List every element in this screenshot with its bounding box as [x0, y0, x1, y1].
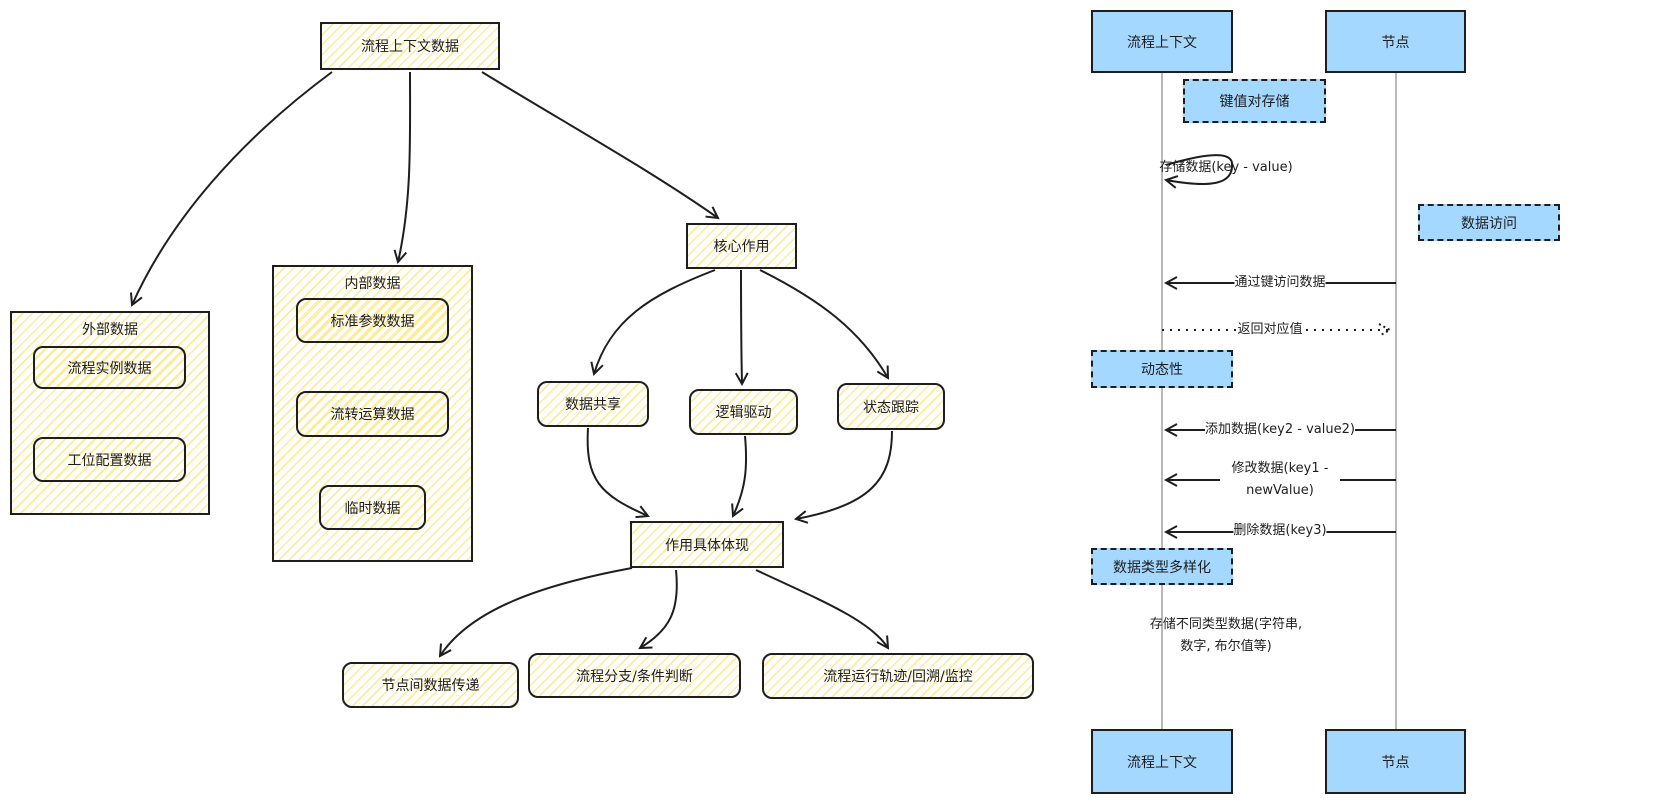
edge-core-logic [741, 269, 742, 384]
external-item: 流程实例数据 [33, 346, 186, 389]
role-node: 状态跟踪 [837, 383, 945, 430]
role-node: 数据共享 [537, 381, 649, 427]
participant-node-top: 节点 [1325, 10, 1466, 73]
msg-add-label: 添加数据(key2 - value2) [1205, 419, 1355, 441]
edge-core-share [594, 269, 716, 374]
msg-access-label: 通过键访问数据 [1234, 272, 1326, 294]
note-kv-storage: 键值对存储 [1183, 79, 1326, 123]
self-loop-store [1166, 154, 1234, 184]
note-data-access: 数据访问 [1418, 204, 1560, 241]
msg-types-label: 存储不同类型数据(字符串, 数字, 布尔值等) [1149, 617, 1303, 654]
external-data-title: 外部数据 [82, 322, 138, 338]
participant-node-bottom: 节点 [1325, 729, 1466, 794]
outcome-node: 节点间数据传递 [342, 662, 519, 708]
external-data-group: 外部数据 [10, 311, 210, 515]
edge-root-core [481, 71, 718, 218]
participant-context-bottom: 流程上下文 [1091, 729, 1233, 794]
outcome-node: 流程运行轨迹/回溯/监控 [762, 653, 1034, 699]
root-node: 流程上下文数据 [320, 22, 500, 70]
edge-root-internal [398, 71, 412, 262]
msg-delete-label: 删除数据(key3) [1233, 520, 1327, 542]
internal-data-title: 内部数据 [344, 276, 401, 292]
msg-return-label: 返回对应值 [1237, 319, 1303, 341]
external-item: 工位配置数据 [33, 437, 186, 482]
edge-root-external [132, 71, 333, 305]
internal-item: 标准参数数据 [296, 298, 449, 343]
role-node: 逻辑驱动 [689, 389, 798, 435]
edge-core-state [759, 269, 888, 378]
outcome-node: 流程分支/条件判断 [528, 653, 741, 698]
participant-context-top: 流程上下文 [1091, 10, 1233, 73]
edge-logic-manifest [733, 435, 748, 516]
edge-share-manifest [586, 427, 648, 516]
internal-item: 流转运算数据 [296, 391, 449, 437]
edge-manifest-transfer [440, 567, 633, 656]
note-dynamic: 动态性 [1091, 350, 1233, 388]
msg-modify-label: 修改数据(key1 - newValue) [1220, 458, 1340, 502]
internal-item: 临时数据 [319, 485, 426, 530]
edge-manifest-branch [640, 569, 678, 648]
core-node: 核心作用 [686, 223, 797, 269]
msg-store-label: 存储数据(key - value) [1159, 160, 1293, 175]
edge-manifest-trace [755, 569, 888, 648]
note-data-types: 数据类型多样化 [1091, 548, 1233, 585]
edge-state-manifest [796, 430, 893, 519]
manifest-node: 作用具体体现 [630, 521, 784, 568]
